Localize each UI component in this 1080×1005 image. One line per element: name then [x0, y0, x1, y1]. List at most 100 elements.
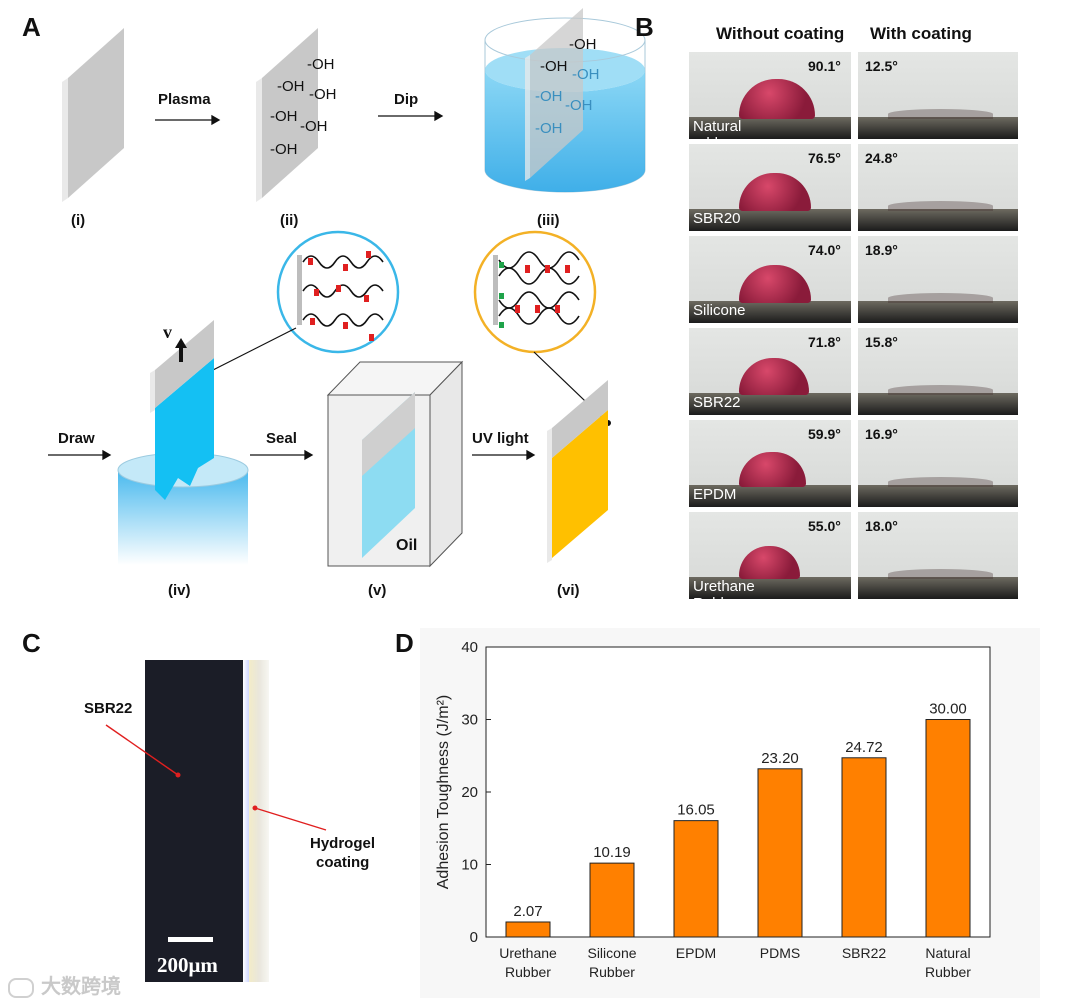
- col-with-coating: With coating: [870, 24, 972, 43]
- oil-label: Oil: [396, 537, 418, 554]
- angle-without-coating: 74.0°: [808, 242, 841, 258]
- arrow-dip: [378, 110, 444, 122]
- angle-with-coating: 12.5°: [865, 58, 898, 74]
- oh-iii-3: -OH: [572, 66, 600, 83]
- step-i: (i): [71, 212, 86, 229]
- material-label: Urethane Rubber: [693, 578, 755, 612]
- micrograph: [145, 660, 269, 982]
- oh-iii-1: -OH: [569, 36, 597, 53]
- x-tick-label: Rubber: [925, 964, 971, 980]
- bar: [673, 820, 719, 938]
- bar-value-label: 23.20: [761, 750, 799, 767]
- photo-without-coating: [689, 328, 851, 415]
- angle-with-coating: 15.8°: [865, 334, 898, 350]
- velocity-label: v: [163, 322, 172, 342]
- step-vi: (vi): [557, 582, 580, 599]
- angle-without-coating: 55.0°: [808, 518, 841, 534]
- arrow-seal: [250, 449, 314, 461]
- angle-with-coating: 24.8°: [865, 150, 898, 166]
- y-tick-label: 40: [461, 639, 478, 656]
- photo-with-coating: [858, 328, 1018, 415]
- step-iii: (iii): [537, 212, 560, 229]
- panel-d-letter: D: [395, 628, 414, 658]
- draw-iv: [117, 320, 249, 565]
- oh-ii-2: -OH: [277, 78, 305, 95]
- material-label: SBR20: [693, 210, 741, 227]
- plot-frame: [485, 646, 991, 938]
- bar-chart: 0102030402.07UrethaneRubber10.19Silicone…: [435, 639, 991, 980]
- watermark: 大数跨境: [8, 970, 121, 999]
- material-label: EPDM: [693, 486, 737, 503]
- scale-bar: [168, 937, 213, 942]
- y-tick-label: 10: [461, 857, 478, 874]
- y-tick-label: 30: [461, 712, 478, 729]
- y-tick-label: 20: [461, 784, 478, 801]
- x-tick-label: Rubber: [589, 964, 635, 980]
- panel-a-letter: A: [22, 12, 41, 42]
- arrow-label-plasma: Plasma: [158, 91, 211, 108]
- angle-with-coating: 18.0°: [865, 518, 898, 534]
- x-tick-label: Urethane: [499, 945, 557, 961]
- arrow-label-seal: Seal: [266, 430, 297, 447]
- zoom-circle-hydrogel: [276, 230, 400, 354]
- angle-with-coating: 16.9°: [865, 426, 898, 442]
- x-tick-label: SBR22: [842, 945, 887, 961]
- photo-without-coating: [689, 420, 851, 507]
- arrow-draw: [48, 449, 112, 461]
- photo-with-coating: [858, 52, 1018, 139]
- photo-with-coating: [858, 144, 1018, 231]
- plate-ii: [256, 28, 318, 202]
- photo-without-coating: [689, 52, 851, 139]
- oh-iii-5: -OH: [565, 97, 593, 114]
- scale-label: 200μm: [157, 953, 218, 977]
- photo-with-coating: [858, 512, 1018, 599]
- material-label: Silicone: [693, 302, 746, 319]
- arrow-label-dip: Dip: [394, 91, 419, 108]
- x-tick-label: EPDM: [676, 945, 716, 961]
- bar-value-label: 2.07: [513, 903, 542, 920]
- zoom-circle-cured: [473, 230, 597, 354]
- step-iv: (iv): [168, 582, 191, 599]
- bar-value-label: 16.05: [677, 802, 715, 819]
- panel-b-letter: B: [635, 12, 654, 42]
- step-ii: (ii): [280, 212, 299, 229]
- panel-a-diagram: [48, 8, 646, 568]
- bar-value-label: 30.00: [929, 701, 967, 718]
- oh-ii-5: -OH: [300, 118, 328, 135]
- bar: [757, 768, 803, 938]
- bar: [589, 862, 635, 938]
- y-tick-label: 0: [470, 929, 478, 946]
- col-without-coating: Without coating: [716, 24, 845, 43]
- bar: [841, 757, 887, 938]
- beaker-iii: [484, 8, 646, 193]
- arrow-label-draw: Draw: [58, 430, 95, 447]
- pointer-lines: [105, 724, 327, 831]
- cured-plate-vi: [547, 380, 608, 563]
- oh-iii-6: -OH: [535, 120, 563, 137]
- photo-with-coating: [858, 236, 1018, 323]
- plate-i: [62, 28, 124, 202]
- oh-ii-1: -OH: [307, 56, 335, 73]
- arrow-uv: [472, 449, 536, 461]
- angle-without-coating: 71.8°: [808, 334, 841, 350]
- panel-c-letter: C: [22, 628, 41, 658]
- x-tick-label: PDMS: [760, 945, 800, 961]
- material-label: SBR22: [693, 394, 741, 411]
- coating-label: coating: [316, 854, 370, 871]
- oh-iii-4: -OH: [535, 88, 563, 105]
- bar: [925, 719, 971, 938]
- oh-iii-2: -OH: [540, 58, 568, 75]
- oh-ii-6: -OH: [270, 141, 298, 158]
- bar: [505, 921, 551, 938]
- arrow-label-uv: UV light: [472, 430, 529, 447]
- sbr22-label: SBR22: [84, 700, 133, 717]
- watermark-text: 大数跨境: [40, 974, 121, 998]
- step-v: (v): [368, 582, 387, 599]
- angle-without-coating: 90.1°: [808, 58, 841, 74]
- angle-without-coating: 76.5°: [808, 150, 841, 166]
- angle-with-coating: 18.9°: [865, 242, 898, 258]
- bar-value-label: 24.72: [845, 739, 883, 756]
- photo-without-coating: [689, 144, 851, 231]
- photo-without-coating: [689, 512, 851, 599]
- hydrogel-label: Hydrogel: [310, 835, 376, 852]
